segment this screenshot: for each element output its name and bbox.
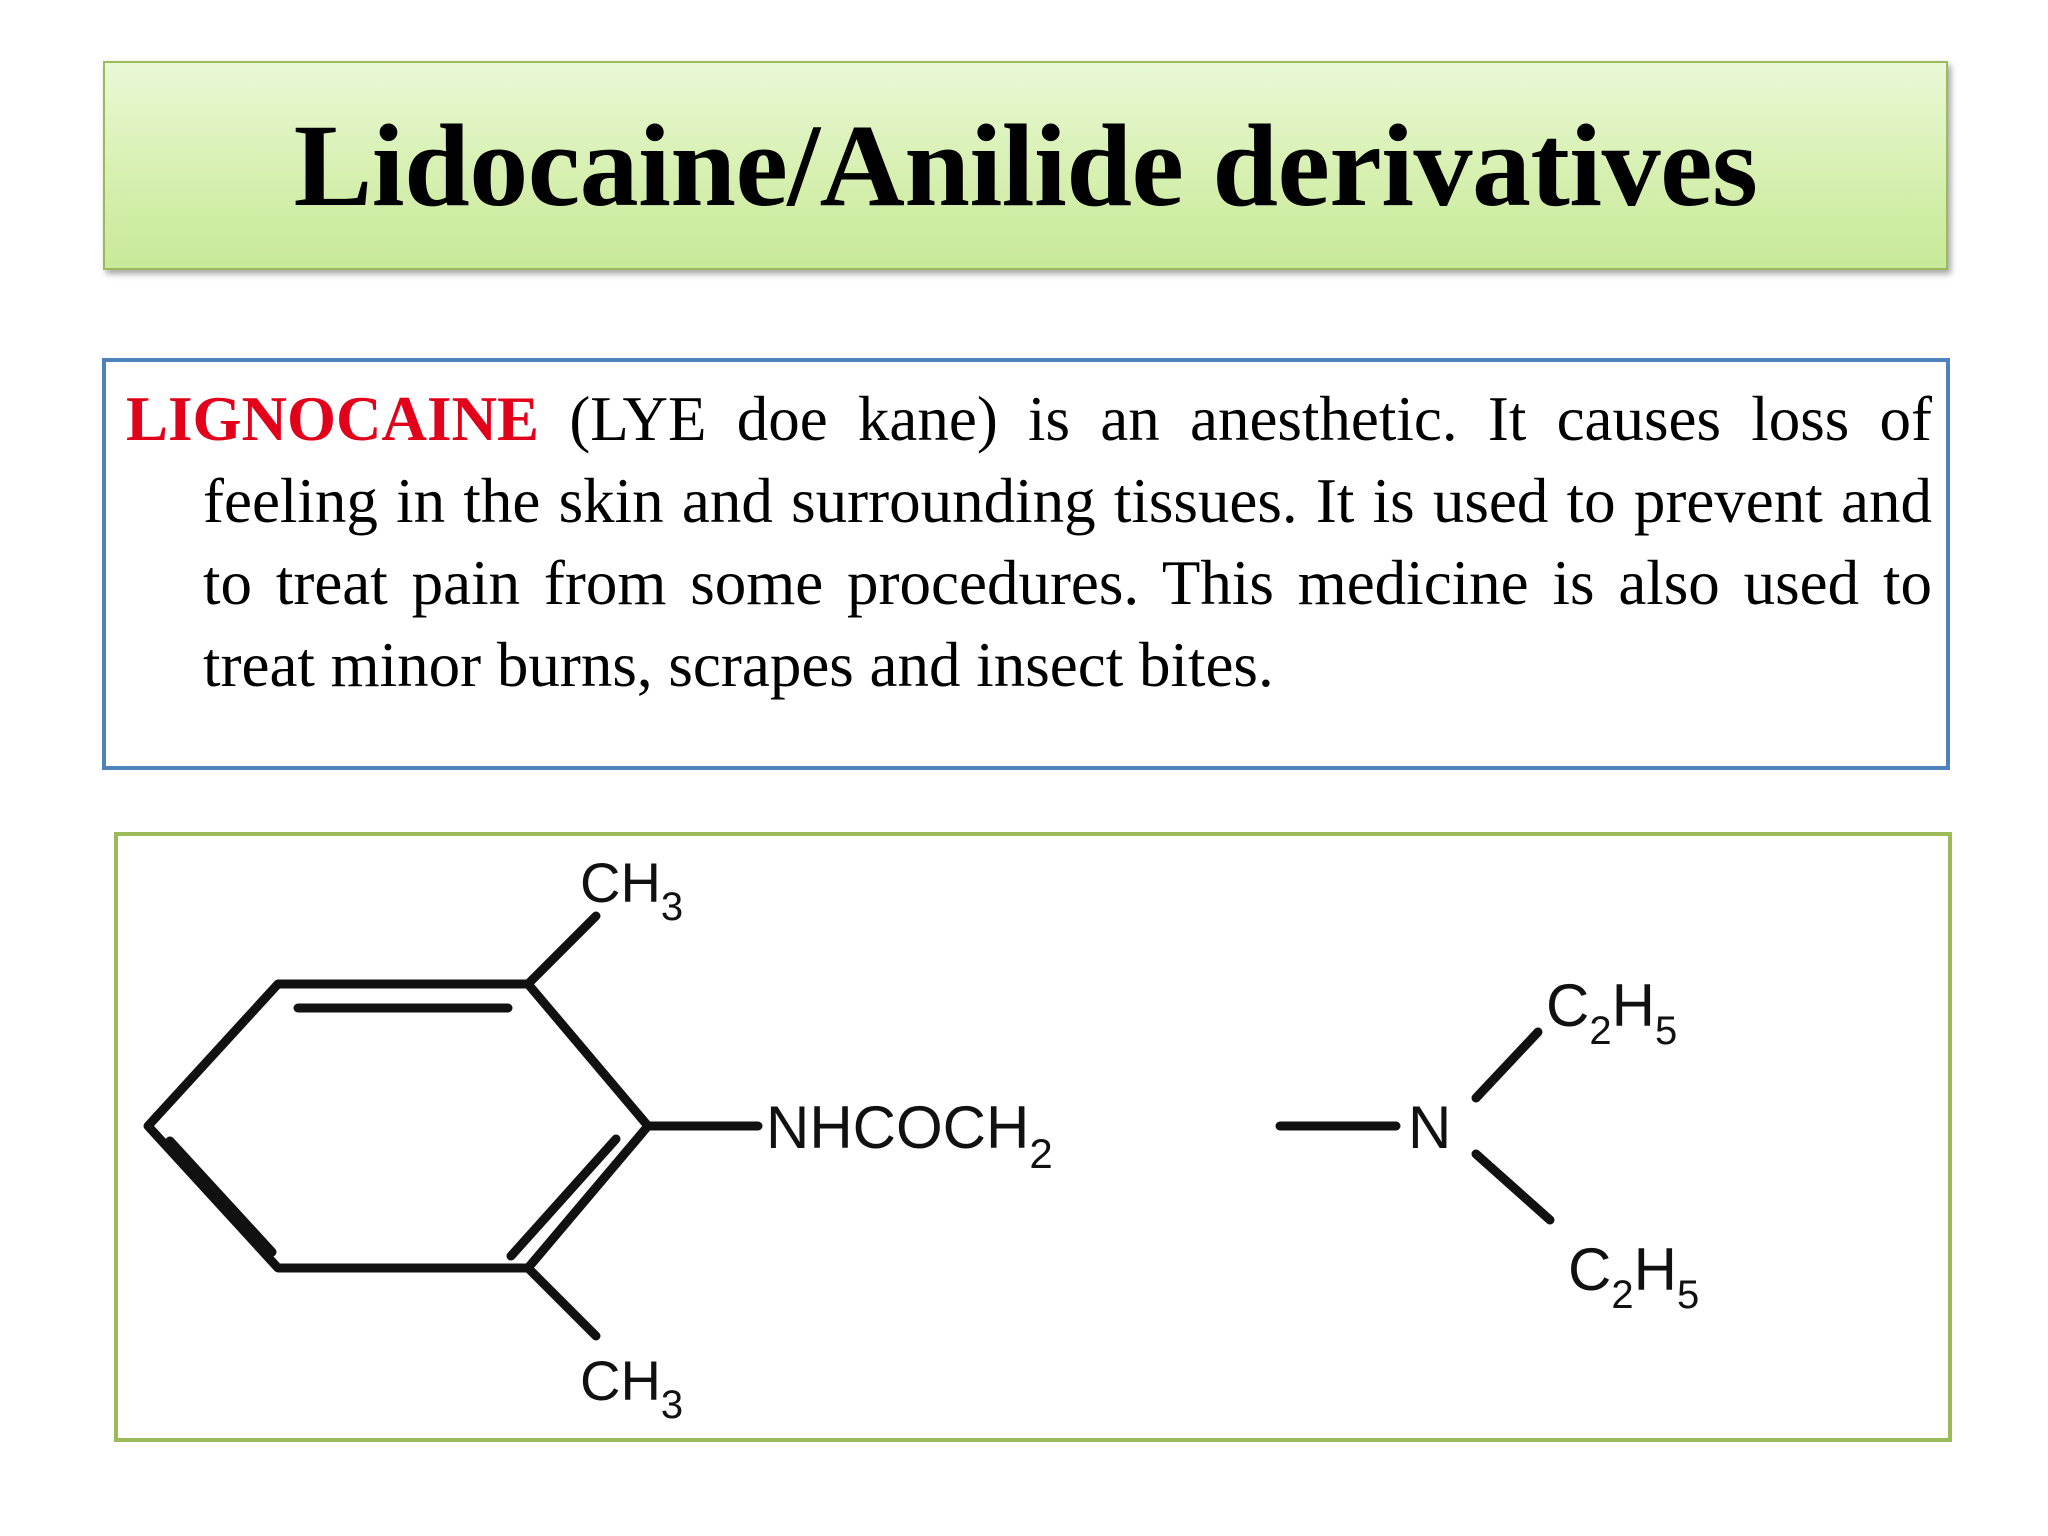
top-methyl-bond <box>523 911 601 989</box>
description-paragraph: LIGNOCAINE (LYE doe kane) is an anesthet… <box>126 378 1932 706</box>
n-to-bottom-ethyl-bond <box>1471 1149 1555 1225</box>
benzene-ring <box>143 979 653 1273</box>
bottom-methyl-bond <box>523 1263 601 1341</box>
n-to-top-ethyl-bond <box>1471 1027 1543 1103</box>
nitrogen-label: N <box>1408 1094 1451 1161</box>
structure-box: CH3 CH3 NHCOCH2 N C2H5 C2H5 <box>114 832 1952 1442</box>
title-banner: Lidocaine/Anilide derivatives <box>103 61 1948 270</box>
amide-chain-label: NHCOCH2 <box>766 1094 1053 1177</box>
top-ethyl-label: C2H5 <box>1546 972 1677 1053</box>
double-bond-left <box>165 1136 277 1257</box>
drug-name: LIGNOCAINE <box>126 384 540 454</box>
description-box: LIGNOCAINE (LYE doe kane) is an anesthet… <box>102 358 1950 770</box>
slide-title: Lidocaine/Anilide derivatives <box>293 99 1758 231</box>
bottom-methyl-label: CH3 <box>580 1349 683 1427</box>
top-methyl-label: CH3 <box>580 851 683 929</box>
bottom-ethyl-label: C2H5 <box>1568 1236 1699 1317</box>
double-bond-right <box>506 1134 621 1261</box>
description-text: (LYE doe kane) is an anesthetic. It caus… <box>203 384 1932 700</box>
lidocaine-structure-diagram: CH3 CH3 NHCOCH2 N C2H5 C2H5 <box>143 851 1699 1427</box>
